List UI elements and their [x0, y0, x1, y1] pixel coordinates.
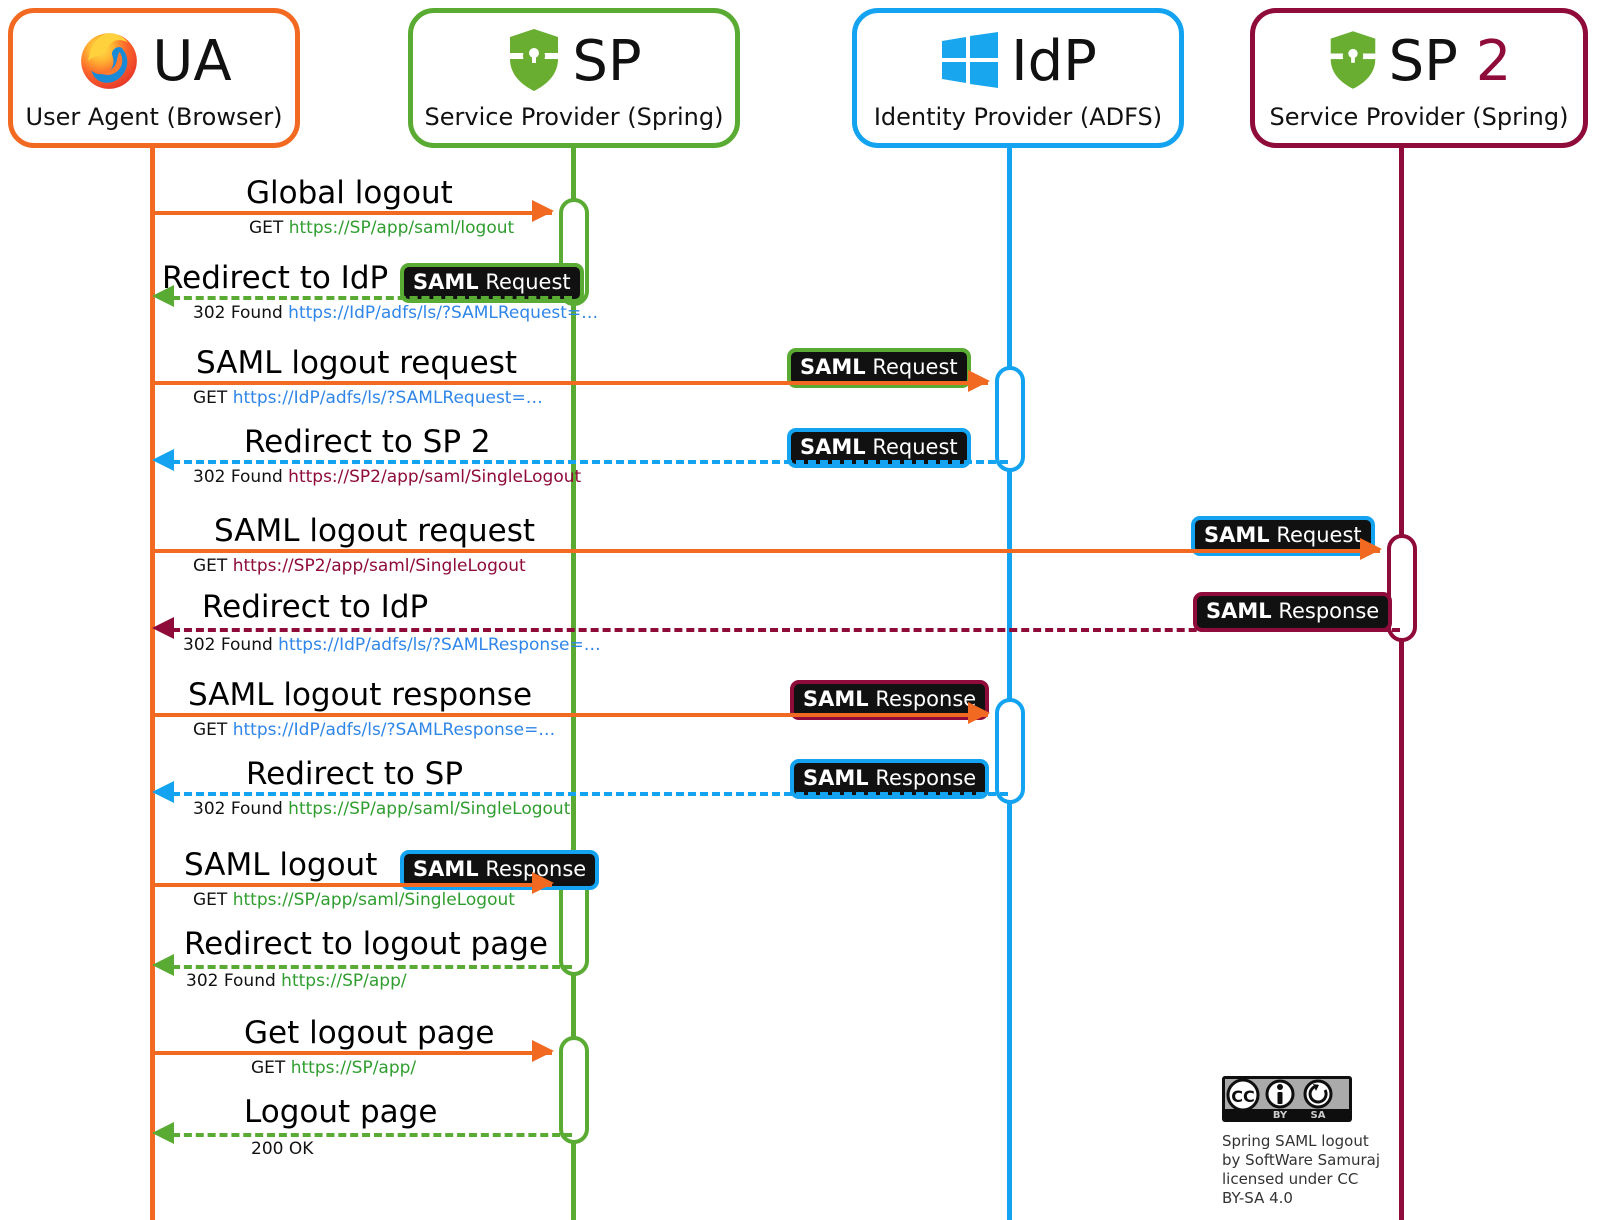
arrowhead-right-icon [968, 702, 990, 724]
shield-lock-icon [506, 27, 563, 97]
svg-text:CC: CC [1231, 1087, 1254, 1106]
activation-sp-3 [559, 1036, 589, 1144]
message-label: Redirect to SP 2 [244, 424, 491, 460]
arrowhead-left-icon [152, 285, 174, 307]
actor-ua[interactable]: UA User Agent (Browser) [8, 8, 300, 148]
message-label: Redirect to SP [246, 756, 464, 792]
message-url: 302 Found https://IdP/adfs/ls/?SAMLReque… [193, 303, 599, 323]
message-url: GET https://SP/app/saml/logout [249, 218, 515, 238]
message-url: GET https://IdP/adfs/ls/?SAMLRequest=… [193, 388, 543, 408]
message-url: GET https://SP/app/ [251, 1058, 417, 1078]
license-line-2: by SoftWare Samuraj [1222, 1151, 1381, 1169]
message-arrow [172, 792, 1008, 796]
activation-idp-1 [995, 366, 1025, 472]
arrowhead-right-icon [532, 1040, 554, 1062]
message-url: 302 Found https://SP2/app/saml/SingleLog… [193, 467, 582, 487]
actor-sp[interactable]: SP Service Provider (Spring) [408, 8, 740, 148]
lifeline-ua [150, 148, 155, 1220]
message-label: SAML logout response [188, 677, 533, 713]
arrowhead-right-icon [532, 200, 554, 222]
arrowhead-left-icon [152, 449, 174, 471]
message-label: Redirect to IdP [202, 589, 429, 625]
actor-subtitle: User Agent (Browser) [25, 103, 283, 131]
message-url: GET https://SP/app/saml/SingleLogout [193, 890, 515, 910]
arrowhead-left-icon [152, 954, 174, 976]
message-arrow [152, 381, 988, 385]
message-url: GET https://SP2/app/saml/SingleLogout [193, 556, 526, 576]
message-label: Redirect to IdP [162, 260, 389, 296]
message-label: Global logout [246, 175, 453, 211]
license-line-3: licensed under CC BY-SA 4.0 [1222, 1170, 1359, 1207]
actor-subtitle: Service Provider (Spring) [424, 103, 724, 131]
arrowhead-right-icon [1360, 538, 1382, 560]
windows-icon [939, 29, 1001, 95]
saml-response-badge: SAML Response [1193, 592, 1393, 632]
message-arrow [152, 549, 1380, 553]
cc-by-sa-icon: CC BY SA [1222, 1076, 1352, 1126]
lifeline-sp2 [1399, 148, 1404, 1220]
license-line-1: Spring SAML logout [1222, 1132, 1369, 1150]
message-arrow [172, 460, 1008, 464]
actor-title: SP [572, 29, 642, 94]
message-label: Logout page [244, 1094, 438, 1130]
svg-text:SA: SA [1311, 1110, 1326, 1121]
message-arrow [152, 1051, 552, 1055]
arrowhead-left-icon [152, 617, 174, 639]
message-url: 302 Found https://IdP/adfs/ls/?SAMLRespo… [183, 635, 601, 655]
message-label: Redirect to logout page [184, 926, 548, 962]
actor-title: SP 2 [1388, 29, 1512, 94]
arrowhead-left-icon [152, 1122, 174, 1144]
message-arrow [172, 1133, 572, 1137]
message-url: GET https://IdP/adfs/ls/?SAMLResponse=… [193, 720, 556, 740]
actor-idp[interactable]: IdP Identity Provider (ADFS) [852, 8, 1184, 148]
svg-text:BY: BY [1273, 1110, 1288, 1121]
activation-idp-2 [995, 698, 1025, 804]
license-block: CC BY SA Spring SAML logout by SoftWare … [1222, 1076, 1382, 1208]
actor-subtitle: Identity Provider (ADFS) [873, 103, 1163, 131]
message-url: 302 Found https://SP/app/saml/SingleLogo… [193, 799, 571, 819]
actor-title: IdP [1011, 29, 1097, 94]
arrowhead-right-icon [532, 872, 554, 894]
message-arrow [172, 296, 572, 300]
firefox-icon [76, 27, 142, 97]
actor-title: UA [152, 29, 232, 94]
arrowhead-right-icon [968, 370, 990, 392]
message-label: SAML logout request [196, 345, 518, 381]
message-arrow [172, 628, 1400, 632]
message-arrow [152, 211, 552, 215]
message-arrow [172, 965, 572, 969]
message-label: Get logout page [244, 1015, 495, 1051]
lifeline-idp [1007, 148, 1012, 1220]
actor-subtitle: Service Provider (Spring) [1269, 103, 1569, 131]
message-url: 302 Found https://SP/app/ [186, 971, 407, 991]
arrowhead-left-icon [152, 781, 174, 803]
message-arrow [152, 883, 552, 887]
message-url: 200 OK [251, 1139, 314, 1159]
actor-sp2[interactable]: SP 2 Service Provider (Spring) [1250, 8, 1588, 148]
shield-lock-icon [1326, 29, 1379, 95]
activation-sp2-1 [1387, 534, 1417, 642]
message-label: SAML logout request [214, 513, 536, 549]
message-arrow [152, 713, 988, 717]
message-label: SAML logout [184, 847, 378, 883]
lifeline-sp [571, 148, 576, 1220]
